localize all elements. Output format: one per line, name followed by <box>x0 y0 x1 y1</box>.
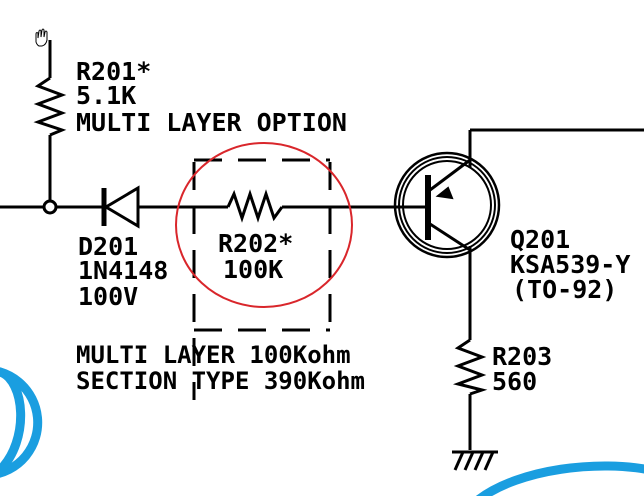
ground-icon <box>452 450 498 471</box>
r203-ref-label: R203 <box>492 342 552 371</box>
q201-part-label: KSA539-Y <box>510 250 630 279</box>
blue-arc-bottom <box>475 461 644 496</box>
d201-rating-label: 100V <box>78 282 138 311</box>
r203-resistor-symbol <box>452 338 488 396</box>
q201-package-label: (TO-92) <box>512 275 617 304</box>
hand-cursor-icon[interactable] <box>35 28 48 47</box>
q201-transistor-symbol <box>393 151 501 259</box>
highlight-circle <box>175 142 353 308</box>
r201-ref-label: R201* <box>76 57 151 86</box>
d201-ref-label: D201 <box>78 232 138 261</box>
r203-value-label: 560 <box>492 367 537 396</box>
note-line-2: SECTION TYPE 390Kohm <box>76 367 365 395</box>
wires <box>0 40 644 450</box>
d201-diode-symbol <box>98 185 140 229</box>
d201-part-label: 1N4148 <box>78 256 168 285</box>
r202-value-label: 100K <box>223 255 283 284</box>
r202-dashed-box <box>192 158 332 400</box>
r202-resistor-symbol <box>226 189 284 223</box>
q201-ref-label: Q201 <box>510 225 570 254</box>
r201-value-label: 5.1K <box>76 81 136 110</box>
r201-resistor-symbol <box>33 76 67 137</box>
blue-arc-left-body <box>0 367 26 474</box>
note-line-1: MULTI LAYER 100Kohm <box>76 341 351 369</box>
r201-note-label: MULTI LAYER OPTION <box>76 108 347 137</box>
r202-ref-label: R202* <box>218 229 293 258</box>
junction-dot <box>42 199 58 215</box>
